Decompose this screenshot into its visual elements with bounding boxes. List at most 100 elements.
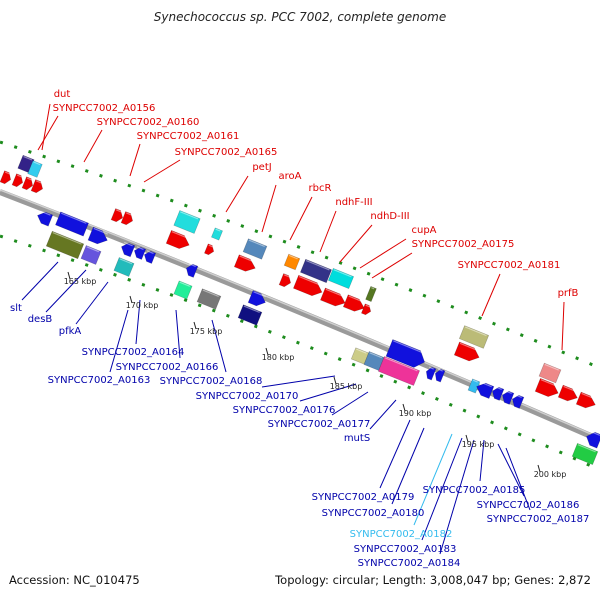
label-leader-line — [359, 238, 407, 269]
gene-shading — [124, 241, 133, 247]
gene-feature — [283, 253, 301, 271]
gene-shading — [581, 392, 596, 400]
gene-feature — [300, 258, 332, 284]
label-leader-line — [479, 439, 485, 482]
label-leader-line — [21, 261, 59, 301]
gene-feature — [278, 273, 291, 288]
label-leader-line — [339, 224, 373, 263]
gene-feature — [120, 211, 133, 226]
gene-shading — [437, 368, 443, 372]
gene-shading — [179, 281, 191, 287]
gene-feature — [512, 394, 525, 409]
gene-feature — [247, 290, 266, 307]
gene-label: dut — [54, 89, 71, 100]
label-leader-line — [261, 375, 336, 388]
gene-shading — [146, 250, 154, 255]
kbp-tick-label: 180 kbp — [262, 353, 295, 362]
gene-feature — [186, 263, 199, 278]
gene-label: rbcR — [309, 183, 332, 194]
kbp-tick-mark — [67, 271, 71, 280]
gene-label: SYNPCC7002_A0176 — [233, 405, 336, 416]
kbp-tick-mark — [402, 403, 406, 412]
kbp-tick-label: 170 kbp — [126, 301, 159, 310]
gene-label: cupA — [411, 225, 436, 236]
gene-shading — [540, 379, 559, 388]
gene-feature — [144, 250, 157, 264]
gene-shading — [243, 305, 260, 313]
gene-labels: dutSYNPCC7002_A0156SYNPCC7002_A0160SYNPC… — [10, 89, 589, 569]
gene-shading — [348, 295, 365, 303]
label-leader-line — [37, 115, 59, 151]
kbp-tick-mark — [333, 376, 337, 385]
gene-shading — [52, 231, 82, 245]
gene-shading — [472, 379, 478, 383]
gene-feature — [453, 341, 480, 362]
gene-feature — [21, 176, 34, 191]
gene-feature — [467, 378, 481, 394]
gene-shading — [93, 227, 108, 235]
gene-shading — [136, 246, 144, 251]
gene-feature — [434, 368, 446, 383]
gene-feature — [173, 280, 193, 300]
gene-shading — [16, 174, 23, 178]
gene-features — [0, 154, 600, 466]
gene-label: ndhF-III — [335, 197, 372, 208]
gene-feature — [55, 211, 89, 237]
label-leader-line — [135, 299, 141, 345]
label-leader-line — [331, 391, 369, 416]
label-leader-line — [481, 273, 501, 317]
gene-shading — [248, 239, 265, 247]
kbp-tick-label: 165 kbp — [64, 277, 97, 286]
label-leader-line — [289, 196, 313, 241]
label-leader-line — [175, 309, 181, 359]
gene-label: SYNPCC7002_A0181 — [458, 260, 561, 271]
gene-feature — [237, 304, 263, 326]
label-leader-line — [371, 252, 413, 279]
gene-label: SYNPCC7002_A0164 — [82, 347, 185, 358]
label-leader-line — [299, 383, 357, 402]
gene-shading — [371, 287, 375, 290]
label-leader-line — [129, 143, 141, 177]
gene-label: SYNPCC7002_A0185 — [423, 485, 526, 496]
gene-feature — [211, 227, 223, 241]
label-leader-line — [41, 103, 51, 151]
gene-shading — [514, 394, 522, 399]
label-leader-line — [261, 184, 277, 233]
gene-feature — [534, 377, 559, 397]
gene-shading — [459, 342, 480, 352]
gene-shading — [4, 171, 11, 175]
kbp-tick-label: 200 kbp — [534, 470, 567, 479]
gene-feature — [342, 294, 365, 312]
gene-shading — [61, 212, 87, 224]
gene-shading — [33, 161, 41, 166]
gene-label: SYNPCC7002_A0183 — [354, 544, 457, 555]
gene-feature — [377, 356, 421, 386]
label-leader-line — [561, 301, 565, 351]
gene-shading — [589, 430, 600, 436]
gene-label: SYNPCC7002_A0182 — [350, 529, 453, 540]
label-leader-line — [497, 443, 525, 497]
gene-shading — [384, 357, 418, 372]
gene-feature — [425, 366, 437, 381]
gene-shading — [119, 258, 133, 265]
label-leader-line — [369, 399, 397, 430]
gene-shading — [464, 326, 487, 337]
gene-feature — [110, 208, 123, 223]
gene-feature — [458, 325, 490, 349]
gene-shading — [239, 255, 256, 263]
gene-label: mutS — [344, 433, 370, 444]
gene-label: SYNPCC7002_A0186 — [477, 500, 580, 511]
gene-label: aroA — [279, 171, 302, 182]
gene-shading — [283, 274, 291, 279]
gene-feature — [113, 257, 135, 277]
gene-label: SYNPCC7002_A0168 — [160, 376, 263, 387]
gene-label: SYNPCC7002_A0175 — [412, 239, 515, 250]
map-title: Synechococcus sp. PCC 7002, complete gen… — [153, 10, 447, 24]
gene-shading — [325, 288, 346, 298]
gene-feature — [80, 245, 102, 265]
gene-feature — [571, 442, 599, 466]
gene-feature — [233, 254, 256, 272]
gene-shading — [479, 381, 492, 388]
gene-shading — [40, 210, 51, 216]
gene-feature — [586, 431, 600, 449]
